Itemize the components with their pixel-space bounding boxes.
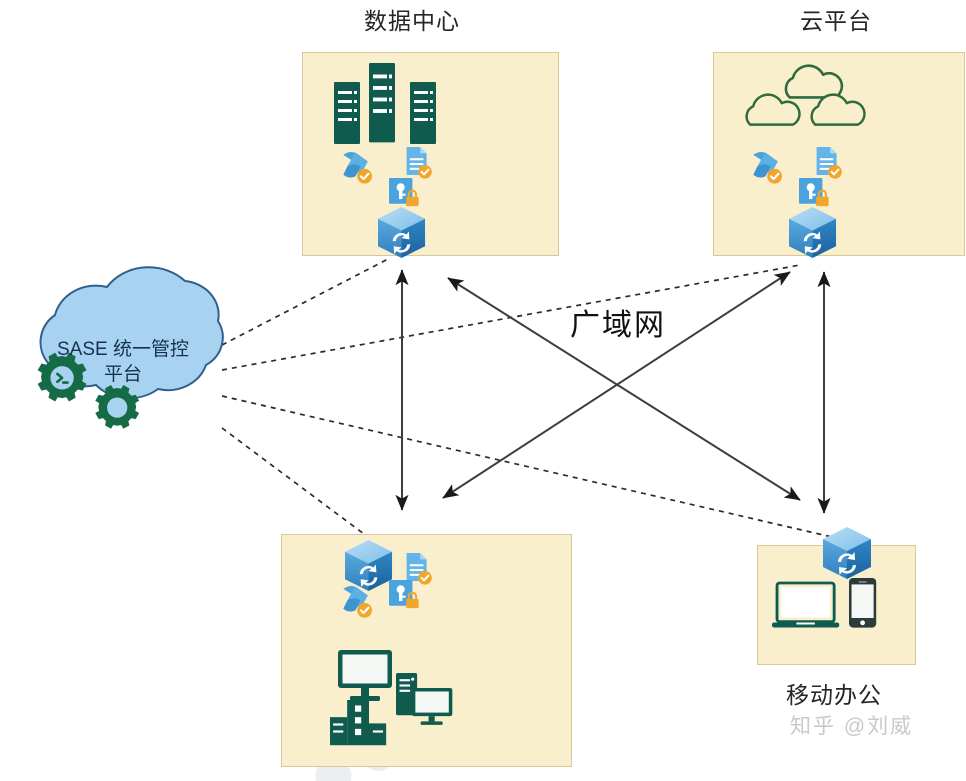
sase-platform-label-line2: 平台 [103, 364, 142, 385]
gateway-cube-icon-data-center [378, 207, 426, 258]
wan-label: 广域网 [570, 309, 666, 342]
cloud-outline-group-cloud-platform [745, 64, 866, 126]
gears-icon [37, 352, 140, 429]
security-icons-cloud-platform [752, 145, 843, 208]
gateway-cube-icon-branch-office [345, 540, 393, 591]
device-icons-branch-office [330, 650, 453, 746]
arrow-cloud-platform-branch-office [442, 271, 791, 499]
server-rack-group-data-center [334, 63, 436, 144]
watermark: 知乎 @刘威 [790, 715, 914, 738]
site-title-cloud-platform: 云平台 [800, 8, 872, 34]
site-title-mobile-office: 移动办公 [786, 682, 882, 708]
site-title-data-center: 数据中心 [364, 8, 460, 34]
sase-platform-label-line1: SASE 统一管控 [57, 339, 189, 360]
sase-platform-label: SASE 统一管控 平台 [38, 337, 208, 387]
gateway-cube-icon-mobile-office [823, 527, 871, 579]
link-sase-to-data-center [221, 257, 391, 346]
security-icons-data-center [342, 145, 433, 208]
link-sase-to-branch-office [221, 427, 373, 541]
gateway-cube-icon-cloud-platform [789, 207, 837, 258]
link-sase-to-mobile-office [221, 395, 846, 541]
device-icons-mobile-office [770, 578, 877, 629]
